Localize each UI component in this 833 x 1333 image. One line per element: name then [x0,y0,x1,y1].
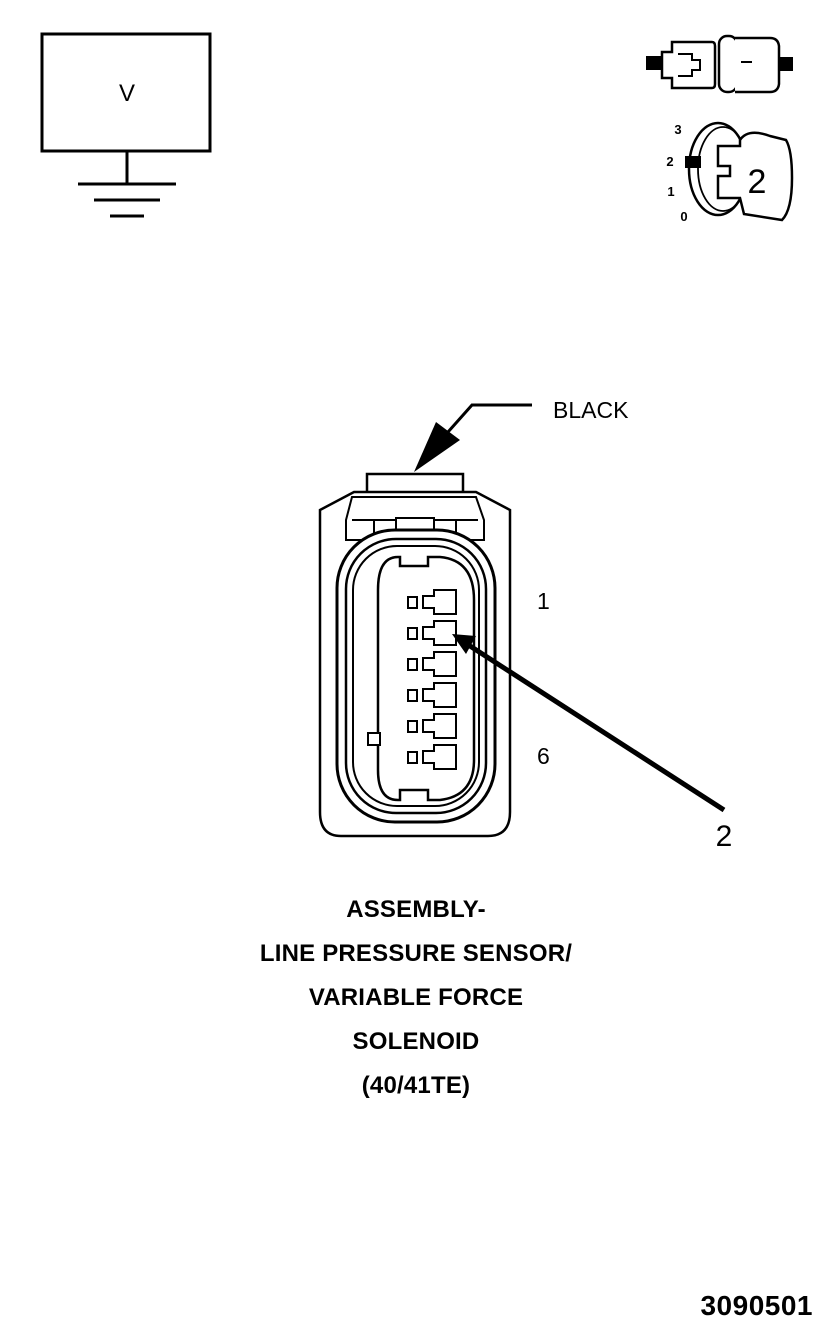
title-line-3: VARIABLE FORCE [308,984,524,1011]
connector-color-label: BLACK [553,397,629,423]
terminal-callout: 2 [452,634,732,853]
color-callout: BLACK [414,397,629,472]
terminal-cavity-1 [407,589,457,615]
ignition-position-1: 1 [667,184,674,199]
terminal-cavity-2 [407,620,457,646]
title-line-2: LINE PRESSURE SENSOR/ [259,940,573,967]
terminal-callout-label: 2 [716,820,733,853]
terminal-cavity-6 [407,744,457,770]
title-line-1: ASSEMBLY- [346,896,486,923]
ignition-key-position-icon: 3 2 1 0 2 [666,121,794,224]
terminal-cavity-5 [407,713,457,739]
disconnected-connector-icon [646,34,793,94]
terminal-cavities [407,589,457,770]
title-line-5: (40/41TE) [361,1072,471,1099]
voltmeter-symbol: V [119,80,135,107]
figure-id: 3090501 [700,1290,813,1321]
ignition-key-label: 2 [748,163,767,201]
component-title: ASSEMBLY- LINE PRESSURE SENSOR/ VARIABLE… [166,888,666,1108]
pin-label-first: 1 [537,588,550,614]
ignition-position-0: 0 [680,209,687,224]
terminal-cavity-4 [407,682,457,708]
terminal-cavity-3 [407,651,457,677]
ignition-position-2: 2 [666,154,673,169]
pin-label-last: 6 [537,743,550,769]
voltmeter-ground-icon: V [40,32,212,218]
ignition-position-3: 3 [674,122,681,137]
title-line-4: SOLENOID [352,1028,480,1055]
